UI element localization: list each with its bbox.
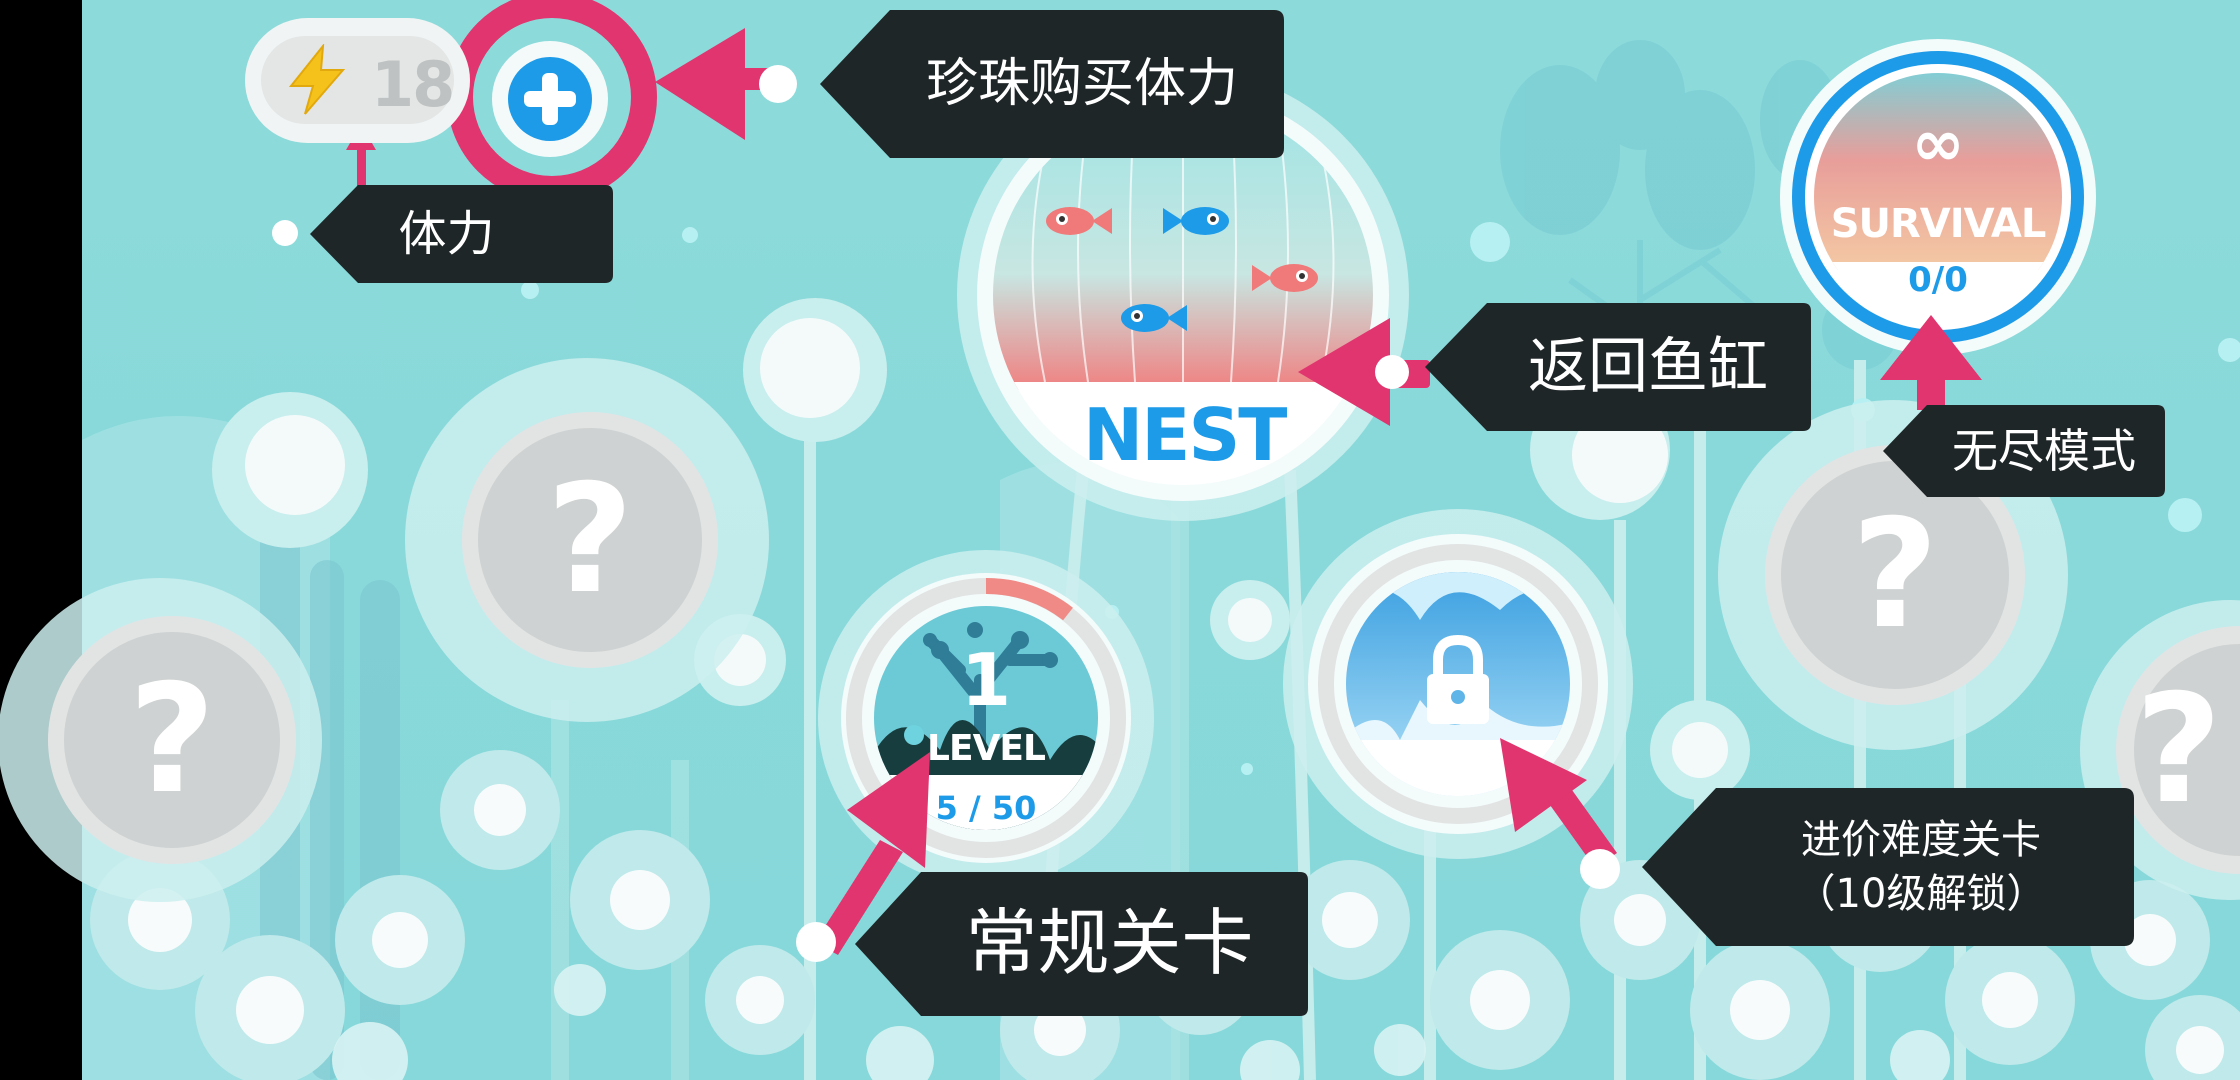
level-number: 1 <box>960 638 1012 722</box>
callout-back-to-tank: 返回鱼缸 <box>1425 303 1811 431</box>
callout-buy-energy-text: 珍珠购买体力 <box>925 53 1238 114</box>
callout-normal-level: 常规关卡 <box>855 872 1308 1016</box>
survival-node <box>1780 39 2096 355</box>
callout-endless-mode-text: 无尽模式 <box>1952 423 2136 478</box>
level-1-button[interactable] <box>830 562 1142 874</box>
fish-icon <box>1046 207 1112 235</box>
callout-buy-energy: 珍珠购买体力 <box>820 10 1284 158</box>
nest-label: NEST <box>1083 393 1287 477</box>
unknown-node-symbol: ? <box>128 653 216 827</box>
lock-icon <box>1427 634 1489 724</box>
survival-title: SURVIVAL <box>1830 201 2047 247</box>
annotation-arrows <box>346 28 1982 955</box>
callout-advanced-level: 进价难度关卡 （10级解锁） <box>1642 788 2134 946</box>
plus-icon <box>492 41 608 157</box>
lightning-icon <box>288 44 346 115</box>
callout-advanced-line2: （10级解锁） <box>1795 871 2047 917</box>
survival-button[interactable] <box>1780 40 2096 356</box>
energy-display: 18 <box>245 18 470 143</box>
unknown-node-1 <box>405 358 769 722</box>
callout-energy-text: 体力 <box>398 205 495 262</box>
callout-energy: 体力 <box>310 185 613 283</box>
fish-icon <box>1163 207 1229 235</box>
callout-advanced-line1: 进价难度关卡 <box>1801 817 2041 863</box>
unknown-node-symbol: ? <box>1851 488 1939 662</box>
nest-node <box>957 69 1409 521</box>
callout-normal-level-text: 常规关卡 <box>965 901 1254 986</box>
unknown-node-symbol: ? <box>546 453 634 627</box>
callout-back-to-tank-text: 返回鱼缸 <box>1528 331 1768 402</box>
fish-icon <box>1121 304 1187 332</box>
infinity-icon: ∞ <box>1911 107 1964 181</box>
buy-energy-button[interactable] <box>490 39 610 159</box>
level-label: LEVEL <box>927 728 1046 769</box>
locked-level-button[interactable] <box>1308 534 1608 834</box>
unknown-node-symbol: ? <box>2135 663 2223 837</box>
energy-pill-inner: 18 <box>261 36 455 124</box>
survival-score: 0/0 <box>1908 260 1968 300</box>
unknown-node-2 <box>0 578 322 902</box>
level-node <box>818 550 1154 886</box>
energy-value: 18 <box>371 48 455 121</box>
callout-endless-mode: 无尽模式 <box>1883 405 2165 497</box>
level-progress: 5 / 50 <box>935 789 1037 827</box>
fish-icon <box>1252 264 1318 292</box>
